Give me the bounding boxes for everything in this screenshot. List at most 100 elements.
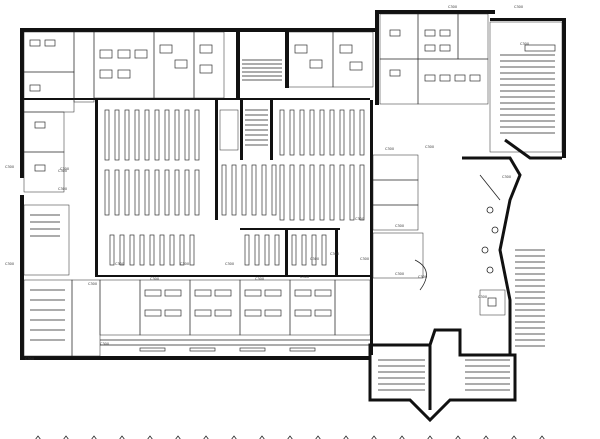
bookshelf [339,109,345,156]
lab-desk [194,309,212,317]
room-label: C300 [355,217,364,221]
bookshelf [271,164,277,216]
bookshelf [251,164,257,216]
bookshelf [244,234,250,266]
lab-desk [244,309,262,317]
bookshelf [329,164,335,221]
room-label: C300 [115,262,124,266]
bookshelf [194,109,200,161]
outer-walls [20,10,566,360]
room-label: C300 [502,175,511,179]
bookshelf [321,234,327,266]
room-label: C300 [385,147,394,151]
bookshelf [319,164,325,221]
room-label: C300 [395,272,404,276]
bookshelf [114,109,120,161]
bookshelf [279,109,285,156]
room-label: C300 [425,145,434,149]
lab-desk [164,309,182,317]
bottom-labs [99,279,371,336]
room-label: C300 [360,257,369,261]
bookshelf [154,169,160,216]
lab-desk [264,289,282,297]
lab-desk [314,309,332,317]
lobby [462,156,545,355]
corridor [100,339,370,352]
bookshelf [104,109,110,161]
lab-desk [164,289,182,297]
bookshelf [174,169,180,216]
right-middle-rooms [372,154,427,291]
lab-desk [244,289,262,297]
bookshelf [179,234,185,266]
room-label: C300 [448,5,457,9]
lecture-halls [368,328,517,423]
room-label: C300 [5,165,14,169]
bookshelf [301,234,307,266]
bookshelf [299,164,305,221]
bookshelf [299,109,305,156]
lab-desk [144,289,162,297]
bookshelf [149,234,155,266]
bookshelf [124,169,130,216]
bookshelf [289,164,295,221]
bookshelf [174,109,180,161]
room-label: C300 [58,169,67,173]
bookshelf [261,164,267,216]
bookshelf [164,169,170,216]
bookshelf [144,169,150,216]
bookshelf [319,109,325,156]
bookshelf [359,109,365,156]
lab-desk [194,289,212,297]
room-label: C300 [478,295,487,299]
bookshelf [134,109,140,161]
bookshelf [231,164,237,216]
lab-desk [294,289,312,297]
shelves-left-block [104,109,200,266]
bookshelf [164,109,170,161]
bookshelf [221,164,227,216]
room-label: C300 [255,277,264,281]
room-label: C300 [88,282,97,286]
bookshelf [189,234,195,266]
bookshelf [241,164,247,216]
bookshelf [311,234,317,266]
bookshelf [279,164,285,221]
lab-desk [144,309,162,317]
bookshelf [134,169,140,216]
top-left-offices [23,28,374,113]
auditorium [489,21,563,160]
room-label: C300 [58,187,67,191]
room-label: C300 [100,342,109,346]
room-label: C300 [395,224,404,228]
room-label: C300 [300,275,309,279]
bookshelf [184,169,190,216]
room-label: C300 [514,5,523,9]
room-label: C300 [520,42,529,46]
bookshelf [144,109,150,161]
bookshelf [119,234,125,266]
room-label: C300 [310,257,319,261]
bookshelf [154,109,160,161]
bookshelf [309,164,315,221]
bookshelf [274,234,280,266]
room-label: C300 [25,357,34,361]
bookshelf [109,234,115,266]
room-label: C300 [5,262,14,266]
right-offices [379,13,489,105]
lab-desk [214,289,232,297]
bookshelf [194,169,200,216]
lab-desk [294,309,312,317]
bookshelf [114,169,120,216]
lab-desk [214,309,232,317]
bookshelf [139,234,145,266]
room-label: C300 [60,167,69,171]
bookshelf [289,109,295,156]
room-label: C300 [225,262,234,266]
lab-desk [264,309,282,317]
bookshelf [124,109,130,161]
room-label: C300 [150,277,159,281]
bookshelf [309,109,315,156]
left-rooms [23,111,101,357]
